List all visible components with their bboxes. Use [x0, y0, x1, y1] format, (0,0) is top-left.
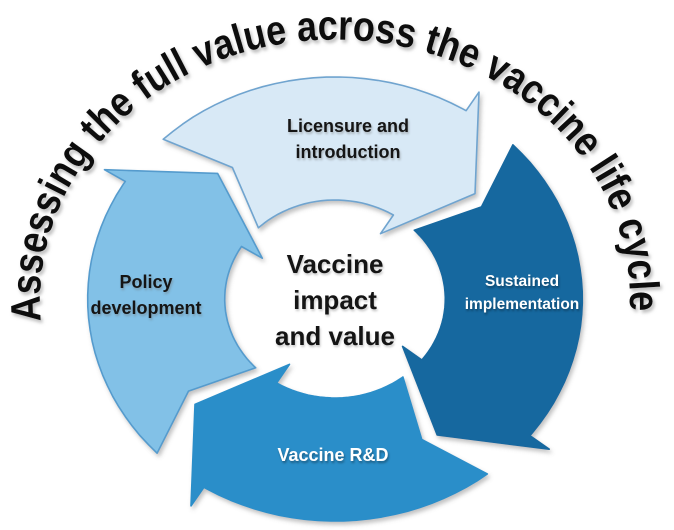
arrow-sustained: [401, 144, 584, 450]
arrow-licensure: [162, 76, 480, 235]
arrow-vaccine-rd: [190, 363, 489, 522]
arrow-policy: [86, 168, 264, 454]
